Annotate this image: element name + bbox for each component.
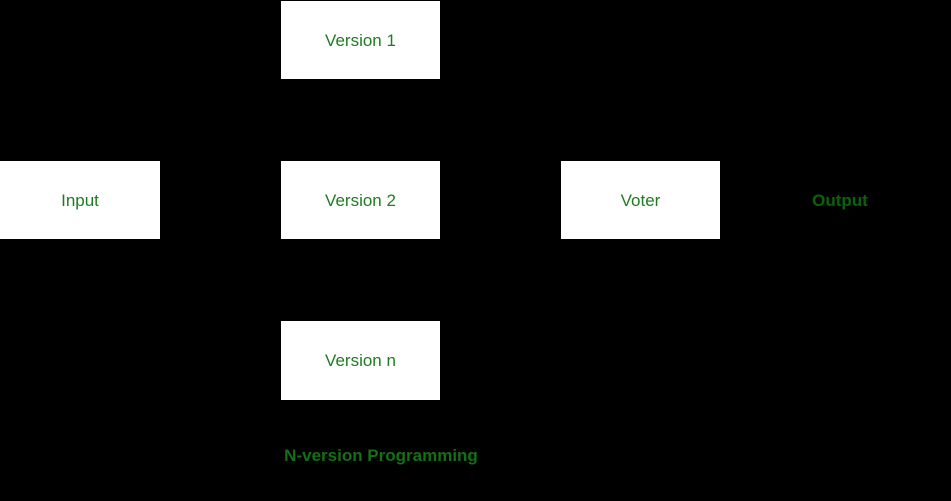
- node-version-2: Version 2: [281, 161, 440, 239]
- node-version-n-label: Version n: [325, 351, 396, 370]
- node-version-1: Version 1: [281, 1, 440, 79]
- node-input: Input: [0, 161, 160, 239]
- node-input-label: Input: [61, 190, 99, 210]
- node-version-2-label: Version 2: [325, 190, 396, 210]
- node-voter-label: Voter: [620, 190, 661, 210]
- node-voter: Voter: [561, 161, 720, 239]
- node-version-1-label: Version 1: [325, 30, 396, 50]
- output-label: Output: [812, 190, 868, 210]
- node-version-n: Version n: [281, 321, 440, 400]
- diagram-caption: N-version Programming: [284, 446, 478, 465]
